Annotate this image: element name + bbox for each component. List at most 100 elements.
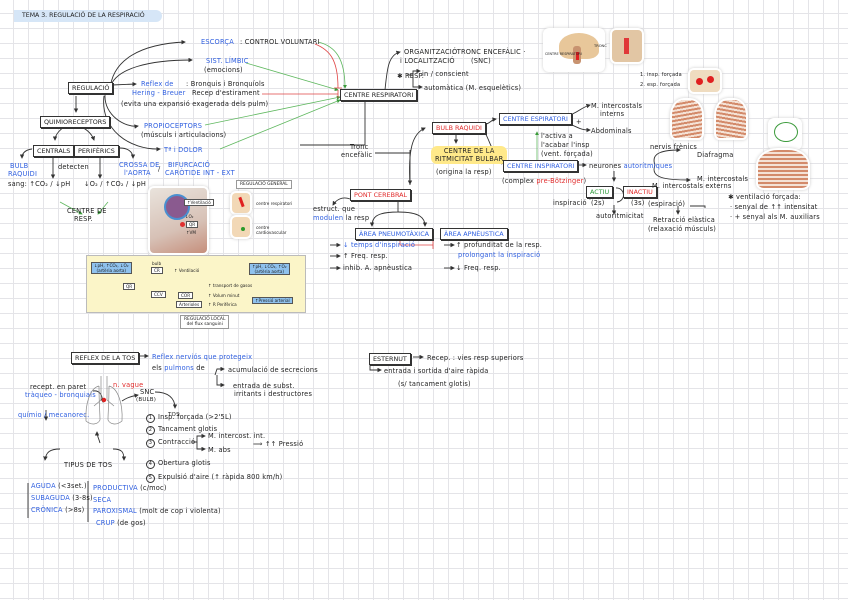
complex-label: (complex pre-Bötzinger): [502, 177, 587, 185]
ventilacio-2-label: ↑ Ventilació: [174, 268, 200, 273]
org-label: ORGANITZACIÓ: [404, 48, 458, 56]
apneu-effect-3: ↓ Freq. resp.: [456, 264, 501, 272]
step-3a: M. intercost. int.: [208, 432, 266, 440]
reflex-tos-box: REFLEX DE LA TOS: [71, 352, 140, 364]
recept-label-2: tràqueo - bronquials: [25, 391, 96, 399]
o2-label: ↓O₂: [185, 214, 194, 219]
regulacio-general-caption: REGULACIÓ GENERAL: [236, 180, 292, 189]
temp-dolor: Tª i DOLOR: [164, 146, 203, 154]
heart-lungs-illustration: [150, 188, 207, 253]
entrada-label-1: entrada de subst.: [233, 382, 295, 390]
tronc-label: Tronc: [350, 143, 369, 151]
vague-label: n. vague: [113, 381, 144, 389]
org-desc: : TRONC ENCEFÀLIC ·: [452, 48, 526, 56]
apneu-effect-1: ↑ profunditat de la resp.: [456, 241, 543, 249]
pneumo-effect-3: inhib. A. apnèustica: [343, 264, 413, 272]
bulb-raquidi-box: BULB RAQUIDI: [432, 122, 486, 134]
senyal-2: · + senyal als M. auxiliars: [730, 213, 820, 221]
step-3c: ⟹ ↑↑ Pressió: [253, 440, 304, 448]
retraccio-label: Retracció elàstica: [653, 216, 715, 224]
quimio-box: QUIMIORECEPTORS: [40, 116, 111, 128]
arterioles-box: Arterioles: [176, 301, 203, 308]
espiracio-label: (espiració): [648, 200, 686, 208]
apneu-effect-2: prolongant la inspiració: [458, 251, 541, 259]
time-2s: (2s): [591, 199, 605, 207]
brain-sagittal-image: CENTRE RESPIRATORI: [545, 30, 603, 70]
relaxacio-label: (relaxació músculs): [648, 225, 717, 233]
centre-inspiratori-box: CENTRE INSPIRATORI: [503, 160, 579, 172]
tos-desc-1: Reflex nerviós que protegeix: [152, 353, 253, 361]
ribcage-image-2: [716, 100, 746, 138]
neurones-label: neurones autorítmiques: [589, 162, 673, 170]
centre-resp-fig-label: centre respiratori: [256, 201, 293, 206]
bulb-label-2: RAQUIDI: [8, 170, 38, 178]
centre-resp-label: CENTRE DE: [67, 207, 107, 215]
sang-values: sang: ↑CO₂ / ↓pH: [8, 180, 71, 188]
snc-label: SNC: [140, 388, 155, 396]
crossa-label: CROSSA DE: [119, 161, 160, 169]
crossa-label-2: l'AORTA: [124, 169, 151, 177]
estruct-label: estruct. que: [313, 205, 356, 213]
limbic-desc: (emocions): [204, 66, 243, 74]
ventilacio-label: ↑Ventilació: [184, 199, 214, 206]
activa-label-3: (vent. forçada): [541, 150, 593, 158]
org-snc: (SNC): [471, 57, 491, 65]
area-apneustica-box: ÀREA APNÈUSTICA: [440, 228, 508, 240]
esternut-box: ESTERNUT: [369, 353, 411, 365]
inspiracio-label: inspiració: [553, 199, 587, 207]
activa-label-1: l'activa a: [541, 132, 573, 140]
acumulacio-label: acumulació de secrecions: [228, 366, 318, 374]
modulen-label: modulen la resp: [313, 214, 370, 222]
escorca-desc: : CONTROL VOLUNTARI: [240, 38, 320, 46]
autoritmicitat-label: autoritmicitat: [596, 212, 644, 220]
tos-type-cronica: CRÒNICA (>8s): [31, 506, 85, 514]
cor-box: COR: [178, 292, 194, 299]
entrada-label-2: irritants i destructores: [234, 390, 313, 398]
bulb-fig-label: bulb: [152, 261, 162, 266]
centre-respiratori-box: CENTRE RESPIRATORI: [340, 89, 418, 101]
ribcage-image-3: [758, 150, 808, 188]
m-intercostals-label: M. intercostals: [697, 175, 749, 183]
ventilacio-forcada-label: ✱ ventilació forçada:: [728, 193, 801, 201]
brainstem-nerves-image: [690, 70, 720, 92]
ccv-box: CCV: [151, 291, 166, 298]
m-intercostals-externs-label: M. intercostals externs: [652, 182, 732, 190]
step-3b: M. abs: [208, 446, 231, 454]
actiu-box: ACTIU: [586, 186, 614, 198]
cr-box: CR: [151, 267, 163, 274]
diafragma-label: Diafragma: [697, 151, 734, 159]
bifurcacio-label: BIFURCACIÓ: [168, 161, 211, 169]
heart-image: [164, 194, 190, 220]
limbic-label: SIST. LÍMBIC: [206, 57, 249, 65]
area-pneumotaxica-box: ÀREA PNEUMOTÀXICA: [355, 228, 434, 240]
volum-label: ↑ Volum minut: [208, 293, 240, 298]
arteria-box-2: ↑pH, ↓CO₂, ↑O₂(artèria aorta): [249, 263, 290, 275]
inactiu-box: INACTIU: [623, 186, 657, 198]
rperif-label: ↑ R Perifèrica: [208, 302, 237, 307]
tos-type-aguda: AGUDA (<3set.): [31, 482, 87, 490]
qr-box: QR: [186, 221, 199, 228]
lungs-icon: [85, 376, 123, 425]
snc-bulb-label: (BULB): [136, 397, 157, 403]
intercostals-label: M. intercostals: [591, 102, 643, 110]
tos-type-seca: SECA: [93, 496, 112, 504]
proprio-desc: (músculs i articulacions): [141, 131, 227, 139]
senyal-1: · senyal de ↑↑ intensitat: [730, 203, 818, 211]
proprio-label: PROPIOCEPTORS: [144, 122, 203, 130]
inconscient-label: in / conscient: [422, 70, 469, 78]
bifurcacio-label-2: CARÒTIDE INT - EXT: [165, 169, 235, 177]
tos-desc-2: els pulmons de: [152, 364, 205, 372]
tronc-image-label: TRONC: [594, 44, 607, 48]
forcada-1: 1. insp. forçada: [640, 72, 682, 78]
esternut-desc-3: (s/ tancament glotis): [398, 380, 471, 388]
periferics-box: PERIFÈRICS: [74, 145, 119, 157]
recept-label-1: recept. en paret: [30, 383, 87, 391]
forcada-2: 2. esp. forçada: [640, 82, 681, 88]
